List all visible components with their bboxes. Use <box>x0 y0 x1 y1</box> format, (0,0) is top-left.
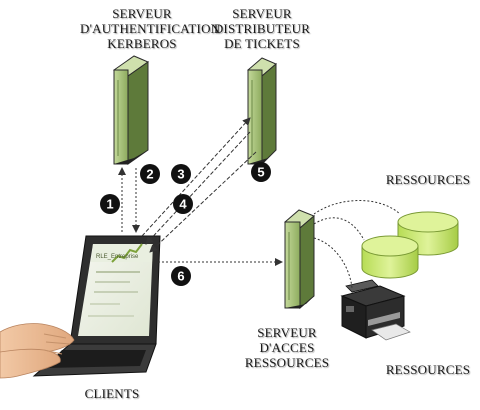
svg-text:4: 4 <box>179 197 187 212</box>
ticket-server-label-line1: SERVEUR <box>232 6 292 21</box>
disk-resource-bottom <box>361 235 419 279</box>
laptop-client <box>32 235 161 377</box>
resources-label-bottom: RESSOURCES <box>385 362 471 377</box>
step-badge-2: 2 <box>140 164 160 184</box>
access-server-label: SERVEUR D'ACCES RESSOURCES <box>232 325 342 370</box>
arrow-step-4 <box>145 131 251 245</box>
access-server-tower <box>284 209 315 310</box>
ticket-server-tower <box>247 57 277 166</box>
arrow-step-3 <box>141 117 251 237</box>
access-server-label-line1: SERVEUR <box>257 325 317 340</box>
connectors <box>118 117 401 289</box>
resources-label-top: RESSOURCES <box>385 172 471 187</box>
step-badge-3: 3 <box>171 164 191 184</box>
arrow-step-5 <box>149 151 257 253</box>
auth-server-label-line3: KERBEROS <box>107 36 177 51</box>
link-disk-top <box>313 200 401 215</box>
link-disk-bottom <box>313 217 365 241</box>
auth-server-label-line2: D'AUTHENTIFICATION <box>80 21 221 36</box>
step-badge-4: 4 <box>173 194 193 214</box>
clients-label: CLIENTS <box>84 386 140 401</box>
access-server-label-line2: D'ACCES <box>259 340 315 355</box>
ticket-server-label-line3: DE TICKETS <box>224 36 300 51</box>
typing-hands <box>0 323 75 379</box>
svg-text:2: 2 <box>146 167 153 182</box>
auth-server-label-line1: SERVEUR <box>112 6 172 21</box>
link-printer <box>313 237 353 289</box>
auth-server-tower <box>112 55 150 165</box>
ticket-server-label: SERVEUR DISTRIBUTEUR DE TICKETS <box>210 6 314 51</box>
svg-text:1: 1 <box>106 197 113 212</box>
auth-server-label: SERVEUR D'AUTHENTIFICATION KERBEROS <box>80 6 221 51</box>
ticket-server-label-line2: DISTRIBUTEUR <box>213 21 311 36</box>
printer-resource <box>340 279 411 341</box>
svg-text:3: 3 <box>177 167 184 182</box>
access-server-label-line3: RESSOURCES <box>244 355 330 370</box>
svg-text:6: 6 <box>177 269 184 284</box>
svg-text:5: 5 <box>257 165 264 180</box>
step-badge-6: 6 <box>171 266 191 286</box>
step-badge-5: 5 <box>251 162 271 182</box>
step-badge-1: 1 <box>100 194 120 214</box>
laptop-screen-text: RLE_Entreprise <box>96 254 139 260</box>
